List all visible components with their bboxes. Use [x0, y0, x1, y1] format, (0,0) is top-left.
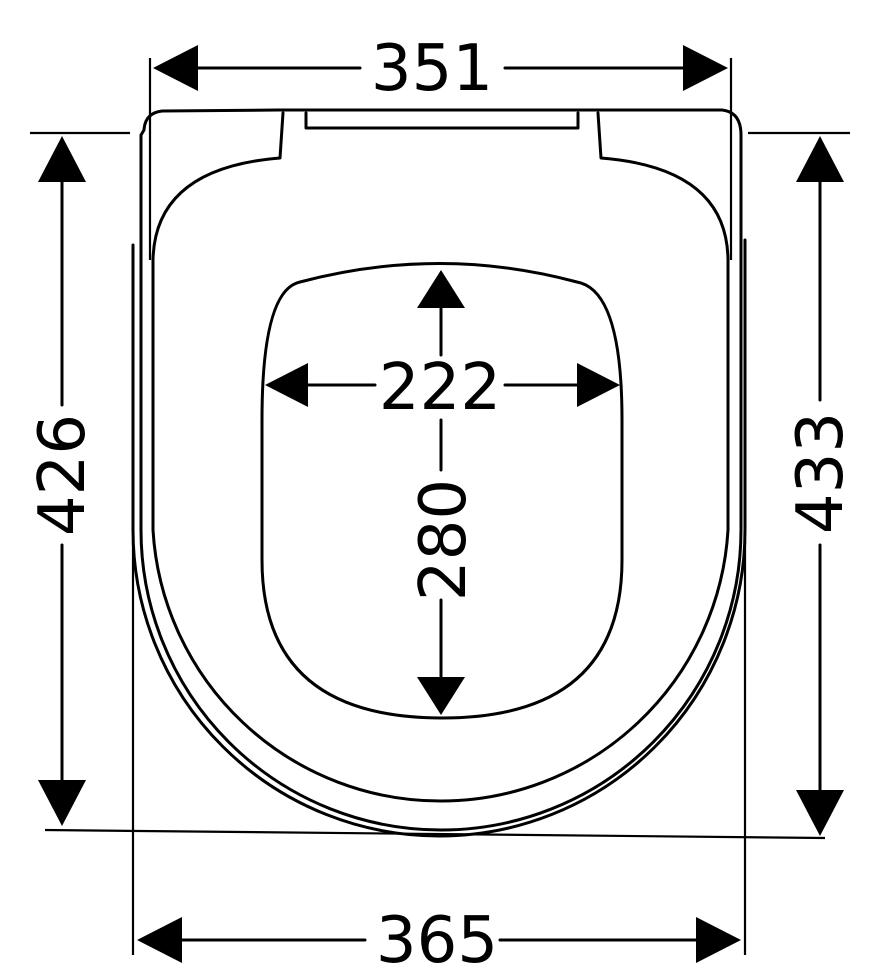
seat-opening [260, 262, 624, 720]
opening-height-dimension: 280 [407, 270, 481, 715]
opening-height-label: 280 [407, 479, 481, 601]
bottom-width-label: 365 [376, 904, 498, 975]
opening-width-dimension: 222 [265, 351, 620, 425]
seat-outline [131, 108, 747, 838]
left-height-dimension: 426 [26, 136, 100, 826]
opening-width-label: 222 [379, 351, 501, 425]
top-width-label: 351 [371, 32, 493, 106]
right-height-label: 433 [784, 412, 858, 534]
bottom-width-dimension: 365 [137, 904, 741, 975]
right-height-dimension: 433 [784, 136, 858, 836]
left-height-label: 426 [26, 414, 100, 536]
extension-lines [30, 58, 850, 955]
top-width-dimension: 351 [153, 32, 728, 106]
